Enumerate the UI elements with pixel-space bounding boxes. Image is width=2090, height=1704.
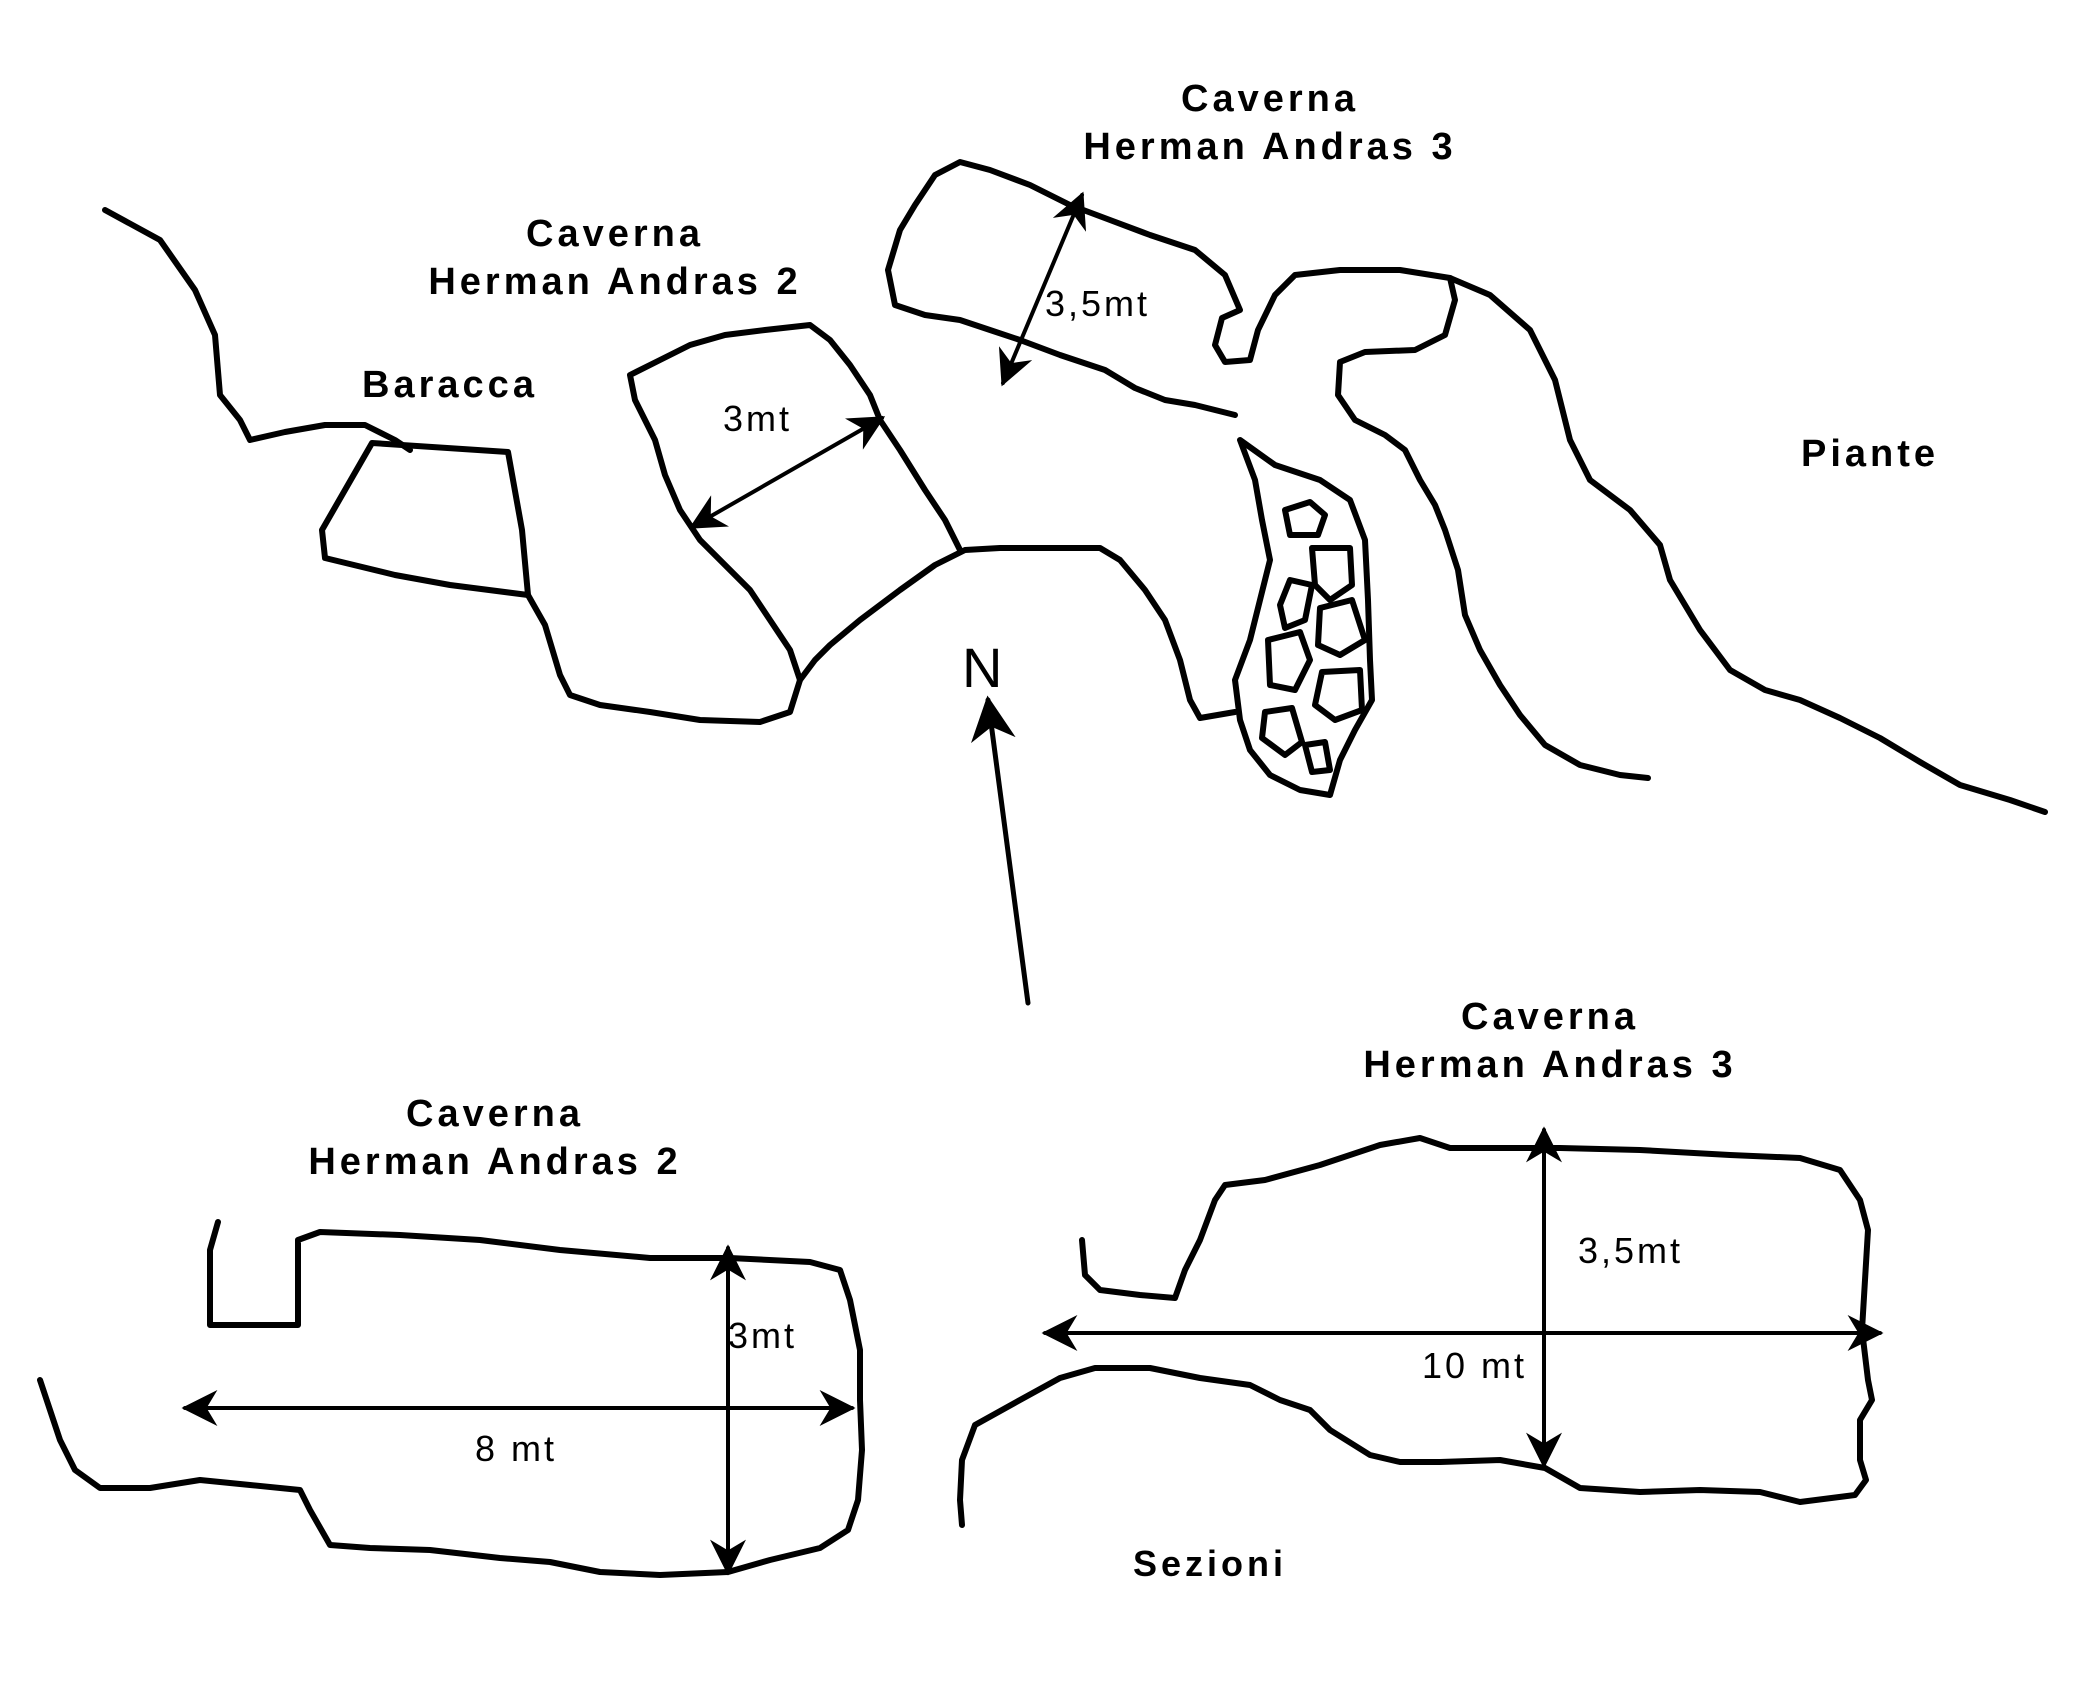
- cave3-plan-dimension: 3,5mt: [1045, 283, 1151, 324]
- cave3-plan-title: Caverna Herman Andras 3: [1060, 75, 1480, 171]
- cave3-section-title-line1: Caverna: [1461, 996, 1639, 1038]
- piante-label: Piante: [1800, 433, 1940, 475]
- rock: [1282, 499, 1328, 538]
- cave2-section-outline: [37, 1219, 865, 1578]
- cave3-plan-title-line2: Herman Andras 3: [1083, 126, 1457, 168]
- cave3-section-title-line2: Herman Andras 3: [1363, 1044, 1737, 1086]
- rock: [1277, 577, 1315, 631]
- rock: [1315, 597, 1368, 658]
- north-label: N: [962, 636, 1003, 699]
- north-arrow: [970, 695, 1031, 1006]
- cave2-plan-dimension: 3mt: [723, 398, 793, 439]
- cave3-plan-outline: [885, 159, 1651, 781]
- cave3-section-outline: [957, 1135, 1875, 1528]
- rock: [1302, 739, 1333, 775]
- terrain-left-ridge: [102, 207, 413, 453]
- cave2-section-length-label: 8 mt: [475, 1428, 558, 1469]
- terrain-trench-line: [525, 545, 1238, 725]
- cave3-section-height-label: 3,5mt: [1578, 1230, 1684, 1271]
- cave2-plan-title-line1: Caverna: [526, 213, 704, 255]
- cave3-section-title: Caverna Herman Andras 3: [1320, 993, 1780, 1089]
- cave2-section-title: Caverna Herman Andras 2: [280, 1090, 710, 1186]
- cave3-section-length-label: 10 mt: [1422, 1345, 1528, 1386]
- terrain-right-ridge: [1447, 275, 2048, 815]
- baracca-label: Baracca: [362, 364, 538, 406]
- rock: [1265, 629, 1313, 693]
- rock: [1259, 705, 1305, 758]
- sections-caption: Sezioni: [1132, 1543, 1288, 1584]
- cave2-section-title-line2: Herman Andras 2: [308, 1141, 682, 1183]
- cave2-plan-title: Caverna Herman Andras 2: [400, 210, 830, 306]
- cave3-width-arrow: [998, 191, 1087, 387]
- rock: [1309, 545, 1355, 603]
- rock: [1312, 667, 1365, 723]
- cave2-width-arrow: [688, 416, 886, 529]
- baracca-outline: [319, 440, 531, 598]
- cave2-section-height-label: 3mt: [728, 1315, 798, 1356]
- cave3-plan-title-line1: Caverna: [1181, 78, 1359, 120]
- cave2-plan-outline: [627, 322, 963, 683]
- rockfield-boundary: [1232, 437, 1375, 798]
- cave2-plan-title-line2: Herman Andras 2: [428, 261, 802, 303]
- cave2-section-title-line1: Caverna: [406, 1093, 584, 1135]
